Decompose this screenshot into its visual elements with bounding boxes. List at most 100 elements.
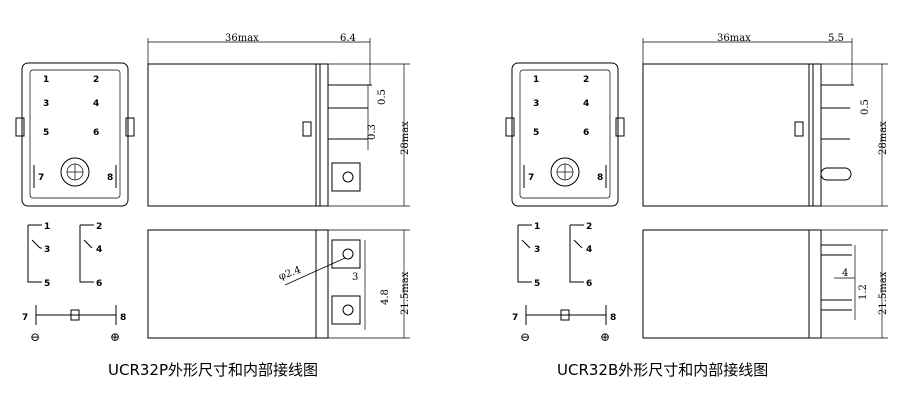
wire-pin-3: 3: [44, 245, 50, 255]
plus-symbol: ⊕: [110, 330, 120, 344]
contact-2-blade-b: [573, 239, 583, 249]
height-label: 28max: [400, 121, 411, 155]
dim-48-label: 4.8: [380, 289, 391, 305]
minus-symbol: ⊖: [30, 330, 40, 344]
pin-label-7-b: 7: [528, 173, 534, 183]
wire-pin-2-b: 2: [586, 222, 592, 232]
height-label-b: 28max: [878, 121, 889, 155]
pin-label-2: 2: [93, 75, 99, 85]
socket-notch-left: [15, 117, 25, 137]
wire-pin-1-b: 1: [534, 222, 540, 232]
minus-symbol-b: ⊖: [520, 330, 530, 344]
width-label: 36max: [225, 33, 259, 44]
side-view-bottom: φ2.4 3 4.8 21.5max: [147, 229, 411, 339]
socket-top-view: 1 2 3 4 5 6 7 8: [15, 62, 135, 207]
dim-3-label: 3: [352, 272, 358, 283]
pin-label-6: 6: [93, 128, 99, 138]
terminal-tab-upper: [331, 239, 361, 269]
dim-4-label: 4: [842, 268, 848, 279]
pin-label-4: 4: [93, 99, 99, 109]
plus-symbol-b: ⊕: [600, 330, 610, 344]
terminal-hole-upper: [342, 248, 354, 260]
coil-pin-7: 7: [22, 313, 28, 323]
contact-2-blade: [83, 239, 93, 249]
pin-label-3: 3: [43, 99, 49, 109]
diagram-ucr32b: 1 2 3 4 5 6 7 8 1 3 5 2 4: [505, 33, 889, 379]
contact-1-5-line: [27, 225, 42, 283]
pin-label-1: 1: [43, 75, 49, 85]
pin-label-8-b: 8: [597, 173, 603, 183]
pin-label-4-b: 4: [583, 99, 589, 109]
relay-body-bottom: [147, 229, 317, 339]
relay-body-top: [147, 63, 317, 207]
pin-label-6-b: 6: [583, 128, 589, 138]
wire-pin-4-b: 4: [586, 245, 592, 255]
wiring-schematic: 1 3 5 2 4 6 7 8 ⊖ ⊕: [22, 222, 126, 344]
contact-1-5-line-b: [517, 225, 532, 283]
diagram-ucr32p: 1 2 3 4 5 6 7 8 1 3 5 2: [15, 33, 411, 379]
caption-ucr32p: UCR32P外形尺寸和内部接线图: [108, 361, 318, 379]
side-view-bottom-b: 4 1.2 21.5max: [642, 229, 889, 339]
dim-215-label-b: 21.5max: [878, 271, 889, 315]
terminal-tab-lower: [331, 295, 361, 325]
socket-inner: [29, 69, 121, 199]
pin-label-8: 8: [107, 173, 113, 183]
latch-top-b: [794, 121, 804, 137]
terminal-hole-lower: [342, 304, 354, 316]
relay-base-bottom-b: [808, 229, 822, 339]
wire-pin-2: 2: [96, 222, 102, 232]
pin-label-2-b: 2: [583, 75, 589, 85]
socket-top-view-b: 1 2 3 4 5 6 7 8: [505, 62, 625, 207]
pin-label-7: 7: [38, 173, 44, 183]
coil-pin-7-b: 7: [512, 313, 518, 323]
socket-inner-b: [519, 69, 611, 199]
relay-body-bottom-b: [642, 229, 810, 339]
side-view-top: 36max 6.4 0.5 0.3 28max: [147, 33, 411, 207]
pin-blade-b: [820, 167, 852, 181]
pin-label-5-b: 5: [533, 128, 539, 138]
socket-notch-right-b: [615, 117, 625, 137]
coil-symbol: [70, 309, 80, 321]
dia-leader: [284, 257, 346, 286]
adjust-knob-outer-b: [550, 157, 580, 187]
wire-pin-5: 5: [44, 279, 50, 289]
coil-pin-8: 8: [120, 313, 126, 323]
side-view-top-b: 36max 5.5 0.5 28max: [642, 33, 889, 207]
relay-base-top-b: [808, 63, 822, 207]
terminal-tab: [331, 162, 361, 192]
pin-label-5: 5: [43, 128, 49, 138]
contact-2-6-line-b: [569, 225, 584, 283]
wire-pin-4: 4: [96, 245, 102, 255]
wire-pin-6-b: 6: [586, 279, 592, 289]
relay-body-top-b: [642, 63, 810, 207]
pin-offset-label: 6.4: [340, 33, 356, 44]
dim-215-label: 21.5max: [400, 271, 411, 315]
socket-notch-right: [125, 117, 135, 137]
dim-05-label-b: 0.5: [860, 99, 871, 115]
contact-1-blade: [31, 239, 41, 249]
wire-pin-5-b: 5: [534, 279, 540, 289]
terminal-hole: [342, 171, 354, 183]
relay-base-top: [315, 63, 329, 207]
socket-outline-b: [511, 62, 619, 207]
wiring-schematic-b: 1 3 5 2 4 6 7 8 ⊖ ⊕: [512, 222, 616, 344]
dim-12-label: 1.2: [858, 284, 869, 300]
socket-notch-left-b: [505, 117, 515, 137]
contact-2-6-line: [79, 225, 94, 283]
latch-top: [302, 121, 312, 137]
caption-ucr32b: UCR32B外形尺寸和内部接线图: [557, 361, 768, 379]
dia-label: φ2.4: [277, 265, 302, 283]
pin-offset-label-b: 5.5: [828, 33, 844, 44]
dim-05-label: 0.5: [377, 89, 388, 105]
width-label-b: 36max: [717, 33, 751, 44]
pin-label-3-b: 3: [533, 99, 539, 109]
socket-outline: [21, 62, 129, 207]
coil-symbol-b: [560, 309, 570, 321]
adjust-knob-outer: [60, 157, 90, 187]
wire-pin-6: 6: [96, 279, 102, 289]
coil-pin-8-b: 8: [610, 313, 616, 323]
dim-03-label: 0.3: [367, 124, 378, 140]
wire-pin-1: 1: [44, 222, 50, 232]
relay-base-bottom: [315, 229, 329, 339]
